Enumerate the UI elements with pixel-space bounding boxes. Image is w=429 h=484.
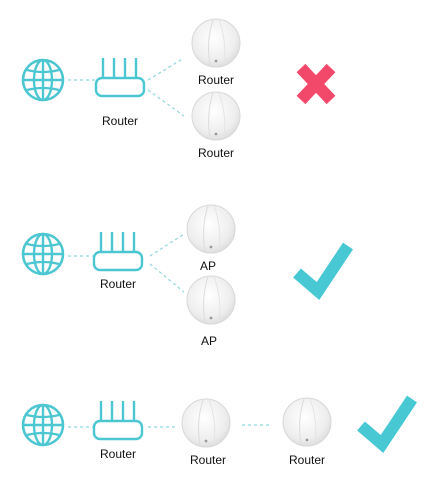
- router-label: Router: [100, 447, 136, 461]
- router-icon: [92, 399, 144, 441]
- mesh-node-icon: [181, 398, 231, 448]
- node-b-label: Router: [198, 146, 234, 160]
- router-icon: [94, 56, 146, 98]
- mesh-node-icon: [191, 18, 241, 68]
- connector-line: [149, 233, 185, 257]
- mesh-node-icon: [191, 91, 241, 141]
- scenario-3: Router Router Router: [21, 395, 417, 467]
- node-b-label: AP: [201, 334, 217, 348]
- connector-line: [149, 263, 185, 293]
- node-a-label: AP: [200, 259, 216, 273]
- check-icon: [293, 242, 353, 300]
- node-b-label: Router: [289, 453, 325, 467]
- node-a-label: Router: [190, 453, 226, 467]
- globe-icon: [21, 58, 65, 102]
- mesh-node-icon: [282, 397, 332, 447]
- scenario-1: Router Router Router: [21, 18, 336, 160]
- cross-icon: [296, 63, 336, 105]
- router-icon: [92, 230, 144, 272]
- globe-icon: [21, 232, 65, 276]
- check-icon: [357, 395, 417, 453]
- connector-line: [147, 89, 185, 117]
- globe-icon: [21, 403, 65, 447]
- router-label: Router: [100, 277, 136, 291]
- mesh-node-icon: [186, 204, 236, 254]
- router-label: Router: [102, 114, 138, 128]
- node-a-label: Router: [198, 73, 234, 87]
- mesh-node-icon: [186, 275, 236, 325]
- scenario-2: Router AP AP: [21, 204, 353, 348]
- connector-line: [147, 57, 185, 81]
